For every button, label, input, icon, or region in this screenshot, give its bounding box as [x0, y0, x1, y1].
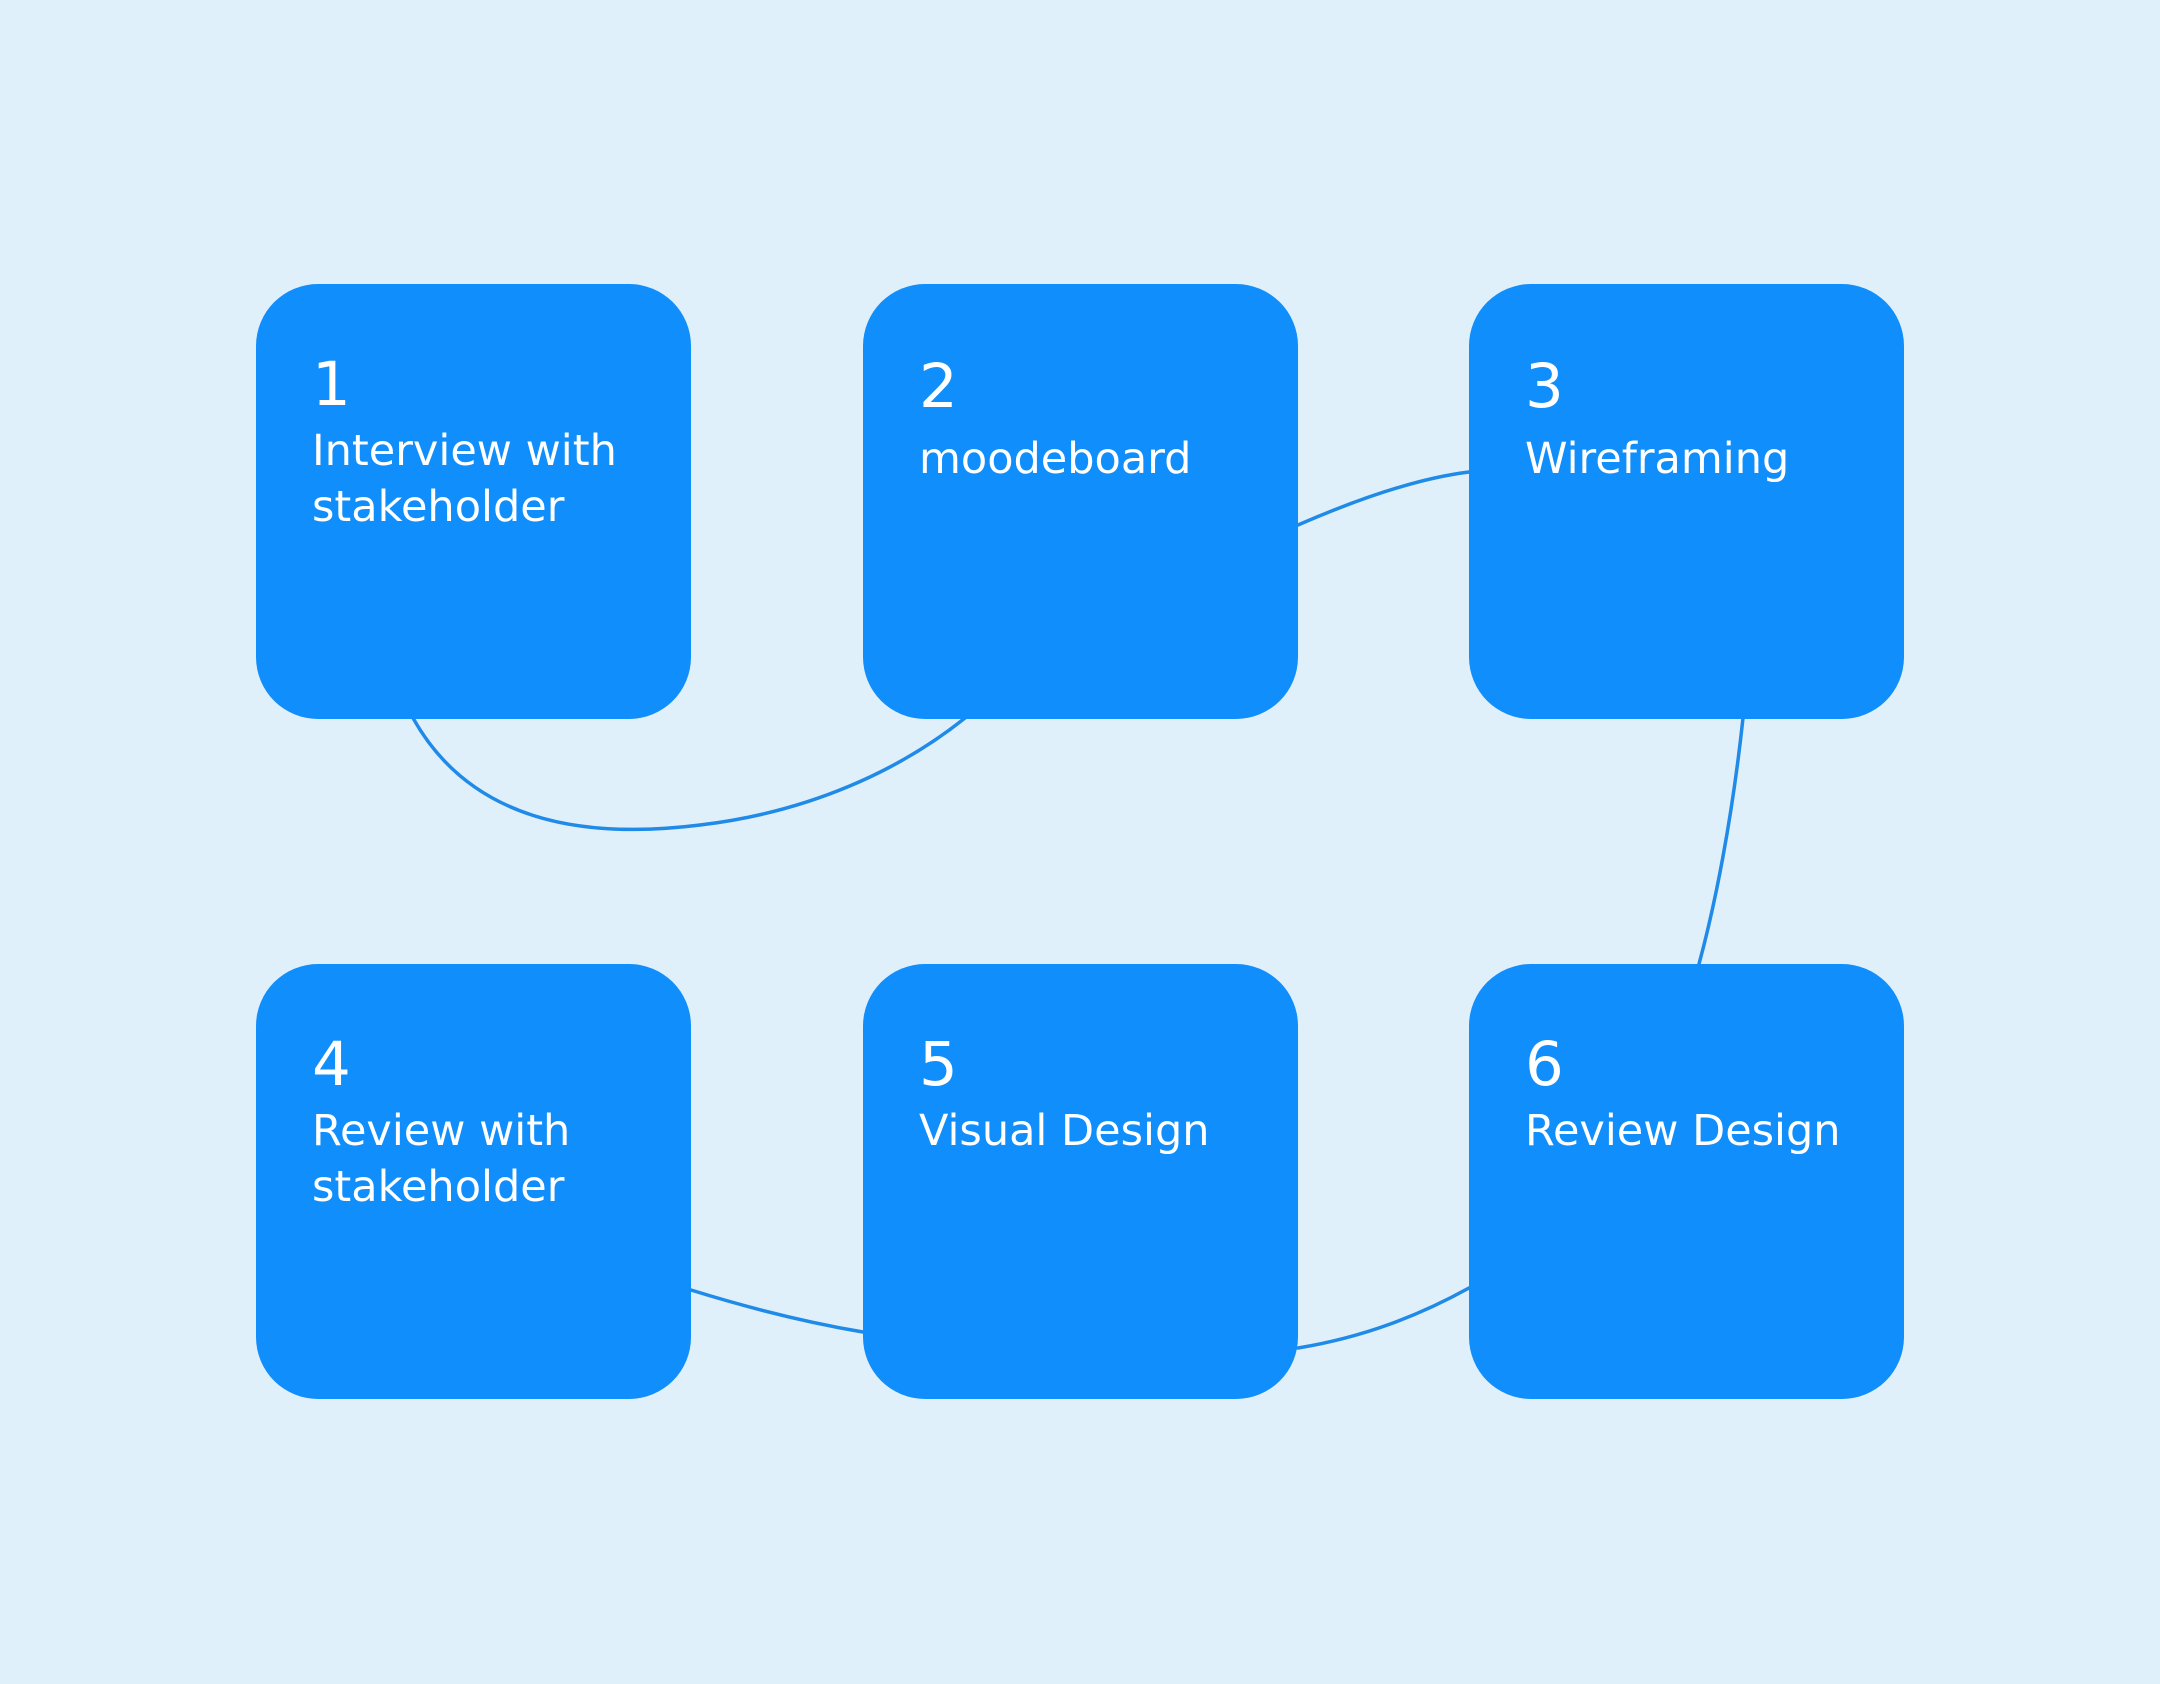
step-card-5: 5 Visual Design — [863, 964, 1298, 1399]
step-number: 4 — [312, 1029, 351, 1100]
step-label: Review with stakeholder — [312, 1106, 571, 1212]
connector-2-to-3 — [1296, 470, 1471, 527]
step-label: Wireframing — [1525, 434, 1790, 484]
step-card-3: 3 Wireframing — [1469, 284, 1904, 719]
connector-1-to-2 — [411, 716, 967, 832]
step-label: Interview with stakeholder — [312, 426, 617, 532]
step-card-6: 6 Review Design — [1469, 964, 1904, 1399]
step-card-1: 1 Interview with stakeholder — [256, 284, 691, 719]
connector-5-to-4 — [689, 1288, 865, 1334]
step-label: Visual Design — [919, 1106, 1210, 1156]
step-card-2: 2 moodeboard — [863, 284, 1298, 719]
step-label: moodeboard — [919, 434, 1192, 484]
step-card-4: 4 Review with stakeholder — [256, 964, 691, 1399]
connector-3-to-6 — [1697, 716, 1745, 966]
step-number: 5 — [919, 1029, 958, 1100]
connector-6-to-5 — [1296, 1286, 1471, 1350]
step-number: 3 — [1525, 351, 1564, 422]
step-number: 6 — [1525, 1029, 1564, 1100]
step-label: Review Design — [1525, 1106, 1841, 1156]
step-number: 1 — [312, 349, 351, 420]
step-number: 2 — [919, 351, 958, 422]
